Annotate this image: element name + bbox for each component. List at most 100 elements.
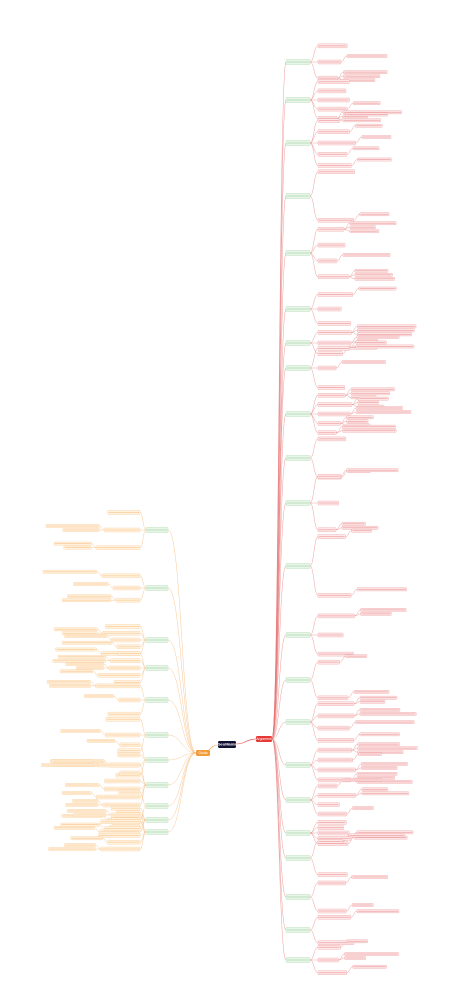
node-text-placeholder (345, 953, 398, 955)
node-text-placeholder (66, 804, 97, 806)
node-text-placeholder (360, 213, 389, 215)
left-leaf-connector (100, 730, 106, 736)
left-subtopic-connector (139, 633, 147, 641)
node-text-placeholder (319, 959, 338, 961)
left-leaf-connector (99, 784, 105, 790)
node-text-placeholder (287, 799, 309, 801)
node-text-placeholder (357, 411, 410, 413)
center-node-label: GeoMania (217, 742, 237, 747)
right-branch-node[interactable]: Argomenti (256, 736, 272, 742)
right-subtopic-connector (309, 294, 319, 310)
left-subtopic-connector (139, 734, 147, 751)
right-subtopic-connector (309, 832, 319, 839)
right-leaf-connector (347, 691, 355, 699)
left-subtopic-connector (139, 791, 147, 807)
right-leaf-connector (355, 793, 362, 796)
node-text-placeholder (319, 45, 347, 47)
node-text-placeholder (355, 270, 387, 272)
right-leaf-connector (336, 254, 343, 262)
left-leaf-connector (113, 695, 119, 701)
node-text-placeholder (344, 111, 401, 113)
node-text-placeholder (358, 159, 391, 160)
node-text-placeholder (287, 721, 309, 723)
right-branch-label: Argomenti (256, 737, 272, 741)
left-topic-connector (167, 667, 197, 754)
right-leaf-connector (350, 411, 357, 415)
node-text-placeholder (99, 835, 139, 836)
node-text-placeholder (362, 767, 397, 769)
left-subtopic-connector (139, 660, 147, 669)
node-text-placeholder (319, 536, 345, 538)
node-text-placeholder (319, 294, 352, 295)
right-subtopic-connector (309, 536, 319, 567)
left-topic-connector (167, 752, 197, 833)
node-text-placeholder (319, 99, 349, 101)
left-branch-node[interactable]: Guida (196, 750, 210, 756)
node-text-placeholder (53, 660, 105, 662)
right-subtopic-connector (309, 827, 319, 834)
node-text-placeholder (343, 426, 395, 428)
right-leaf-connector (351, 159, 358, 166)
right-leaf-connector (353, 214, 360, 221)
left-subtopic-connector (139, 699, 147, 715)
node-text-placeholder (347, 940, 367, 942)
node-text-placeholder (71, 837, 102, 839)
right-subtopic-connector (309, 721, 319, 729)
node-text-placeholder (361, 701, 384, 703)
node-text-placeholder (319, 244, 345, 246)
node-text-placeholder (354, 837, 407, 839)
node-text-placeholder (287, 367, 309, 369)
node-text-placeholder (287, 195, 309, 197)
left-leaf-connector (106, 810, 112, 816)
node-text-placeholder (352, 392, 389, 394)
right-leaf-connector (346, 904, 353, 912)
node-text-placeholder (358, 325, 416, 327)
right-leaf-connector (352, 753, 359, 761)
right-subtopic-connector (309, 615, 319, 636)
node-text-placeholder (319, 594, 351, 596)
node-text-placeholder (46, 525, 99, 527)
node-text-placeholder (357, 831, 413, 833)
right-subtopic-connector (309, 565, 319, 596)
right-subtopic-connector (309, 785, 319, 801)
right-subtopic-connector (309, 395, 319, 415)
right-subtopic-connector (309, 795, 319, 801)
node-text-placeholder (68, 595, 111, 597)
node-text-placeholder (319, 367, 336, 369)
node-text-placeholder (362, 136, 391, 138)
node-text-placeholder (319, 827, 343, 829)
node-text-placeholder (319, 438, 345, 440)
node-text-placeholder (61, 824, 99, 825)
right-leaf-connector (336, 430, 343, 433)
node-text-placeholder (73, 800, 97, 802)
node-text-placeholder (319, 769, 355, 771)
node-text-placeholder (63, 642, 111, 644)
node-text-placeholder (287, 502, 309, 504)
right-subtopic-connector (309, 81, 319, 101)
left-leaf-connector (102, 838, 108, 843)
left-leaf-connector (96, 571, 102, 576)
node-text-placeholder (319, 502, 338, 504)
right-leaf-connector (347, 102, 354, 110)
node-text-placeholder (49, 848, 95, 850)
node-text-placeholder (319, 153, 346, 155)
node-text-placeholder (351, 222, 396, 224)
left-subtopic-connector (139, 828, 147, 833)
node-text-placeholder (108, 713, 139, 715)
node-text-placeholder (65, 635, 106, 637)
node-text-placeholder (109, 667, 139, 669)
node-text-placeholder (55, 827, 94, 829)
left-subtopic-connector (139, 819, 147, 832)
right-subtopic-connector (309, 244, 319, 254)
node-text-placeholder (355, 278, 394, 280)
node-text-placeholder (319, 882, 345, 884)
center-node[interactable]: GeoMania (217, 741, 237, 748)
right-leaf-connector (346, 807, 353, 815)
node-text-placeholder (319, 276, 348, 278)
right-leaf-connector (350, 911, 357, 918)
node-text-placeholder (61, 730, 100, 732)
right-subtopic-connector (309, 332, 319, 344)
node-text-placeholder (319, 972, 346, 974)
node-text-placeholder (358, 743, 399, 745)
node-text-placeholder (319, 308, 341, 310)
